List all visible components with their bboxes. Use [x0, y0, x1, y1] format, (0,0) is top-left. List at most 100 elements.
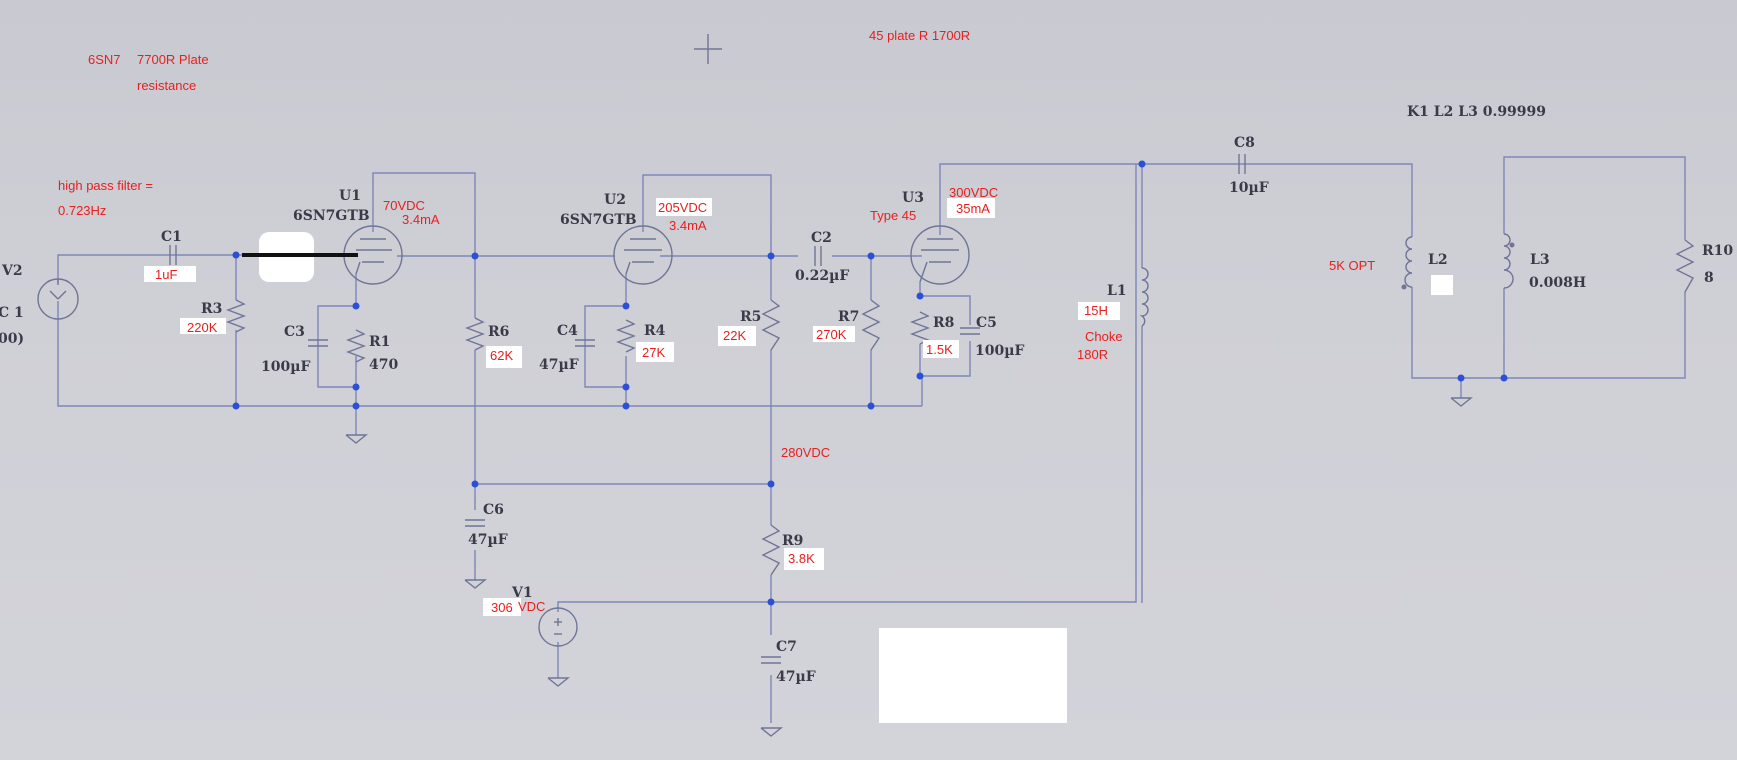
plate-note: 45 plate R 1700R: [869, 28, 970, 43]
r10-resistor-symbol: [1675, 239, 1695, 293]
l3-value-label: 0.008H: [1529, 275, 1586, 291]
u3-type-label: Type 45: [870, 208, 916, 223]
c2-ref-label: C2: [811, 230, 832, 246]
junction-node: [1457, 374, 1465, 382]
r3-ref-label: R3: [201, 301, 222, 317]
r9-ref-label: R9: [782, 533, 803, 549]
l1-value-label: 15H: [1084, 303, 1108, 318]
ground-symbol: [345, 434, 368, 444]
l3-inductor-symbol: [1503, 233, 1515, 289]
tube-note-b: 7700R Plate: [137, 52, 209, 67]
c2-capacitor-symbol: [814, 246, 822, 266]
c8-capacitor-symbol: [1238, 154, 1246, 174]
tube-note-a: 6SN7: [88, 52, 121, 67]
u1-type-label: 6SN7GTB: [293, 208, 370, 224]
c5-value-label: 100µF: [975, 343, 1024, 359]
r1-ref-label: R1: [369, 334, 390, 350]
l1-inductor-symbol: [1139, 267, 1149, 327]
u3-voltage-label: 300VDC: [949, 185, 998, 200]
r7-value-label: 270K: [816, 327, 847, 342]
junction-node: [1138, 160, 1146, 168]
junction-node: [916, 292, 924, 300]
l2-inductor-symbol: [1401, 236, 1413, 290]
c1-value-label: 1uF: [155, 267, 177, 282]
u2-current-label: 3.4mA: [669, 218, 707, 233]
v2-source-symbol: [37, 278, 79, 320]
r3-value-label: 220K: [187, 320, 218, 335]
v1-source-symbol: [538, 607, 578, 687]
hp-note-b: 0.723Hz: [58, 203, 106, 218]
junction-node: [232, 251, 240, 259]
c3-value-label: 100µF: [261, 359, 310, 375]
ground-symbol: [1450, 397, 1473, 407]
l2-note: 5K OPT: [1329, 258, 1375, 273]
junction-node: [1500, 374, 1508, 382]
r8-value-label: 1.5K: [926, 342, 953, 357]
v1-value-a: 306: [491, 600, 513, 615]
v1-value-b: VDC: [518, 599, 545, 614]
redaction-patch: [879, 628, 1067, 723]
junction-node: [352, 383, 360, 391]
r4-ref-label: R4: [644, 323, 666, 339]
l1-note-a: Choke: [1085, 329, 1123, 344]
crosshair-cursor-icon: [694, 34, 722, 64]
c6-value-label: 47µF: [468, 532, 508, 548]
r8-resistor-symbol: [910, 311, 930, 345]
junction-node: [471, 252, 479, 260]
v2-value-label-b: 00): [0, 331, 24, 347]
c1-capacitor-symbol: [169, 245, 177, 265]
r5-resistor-symbol: [761, 299, 781, 351]
c7-value-label: 47µF: [776, 669, 816, 685]
r1-resistor-symbol: [346, 329, 366, 363]
junction-node: [622, 402, 630, 410]
c1-ref-label: C1: [161, 229, 182, 245]
r9-value-label: 3.8K: [788, 551, 815, 566]
v1-ref-label: V1: [511, 585, 533, 601]
c3-ref-label: C3: [284, 324, 305, 340]
r5-ref-label: R5: [740, 309, 761, 325]
u3-tube-symbol: [910, 225, 970, 285]
junction-node: [767, 480, 775, 488]
u2-voltage-label: 205VDC: [658, 200, 707, 215]
c5-capacitor-symbol: [960, 327, 980, 335]
junction-node: [767, 598, 775, 606]
u2-ref-label: U2: [604, 192, 626, 208]
u1-voltage-label: 70VDC: [383, 198, 425, 213]
r8-ref-label: R8: [933, 315, 954, 331]
c7-ref-label: C7: [776, 639, 797, 655]
u2-tube-symbol: [613, 225, 673, 285]
label-backgrounds: [144, 198, 1120, 616]
r4-value-label: 27K: [642, 345, 665, 360]
v2-value-label-a: C 1: [0, 305, 24, 321]
junction-node: [916, 372, 924, 380]
junction-node: [767, 252, 775, 260]
r6-ref-label: R6: [488, 324, 509, 340]
node-280-label: 280VDC: [781, 445, 830, 460]
l1-ref-label: L1: [1107, 283, 1127, 299]
r10-ref-label: R10: [1702, 243, 1733, 259]
c8-value-label: 10µF: [1229, 180, 1269, 196]
r7-ref-label: R7: [838, 309, 859, 325]
v2-ref-label: V2: [1, 263, 23, 279]
c6-ref-label: C6: [483, 502, 504, 518]
junction-node: [232, 402, 240, 410]
c4-capacitor-symbol: [575, 339, 595, 347]
r5-value-label: 22K: [723, 328, 746, 343]
junction-node: [471, 480, 479, 488]
l1-note-b: 180R: [1077, 347, 1108, 362]
junction-node: [352, 302, 360, 310]
r4-resistor-symbol: [616, 319, 636, 353]
u1-current-label: 3.4mA: [402, 212, 440, 227]
l3-ref-label: L3: [1530, 252, 1550, 268]
r6-resistor-symbol: [465, 317, 485, 351]
junction-node: [622, 302, 630, 310]
coupling-directive: K1 L2 L3 0.99999: [1407, 104, 1546, 120]
tube-note-c: resistance: [137, 78, 196, 93]
c2-value-label: 0.22µF: [795, 268, 849, 284]
c4-ref-label: C4: [557, 323, 578, 339]
l2-ref-label: L2: [1428, 252, 1448, 268]
junction-node: [867, 252, 875, 260]
c3-capacitor-symbol: [308, 339, 328, 347]
u3-ref-label: U3: [902, 190, 924, 206]
